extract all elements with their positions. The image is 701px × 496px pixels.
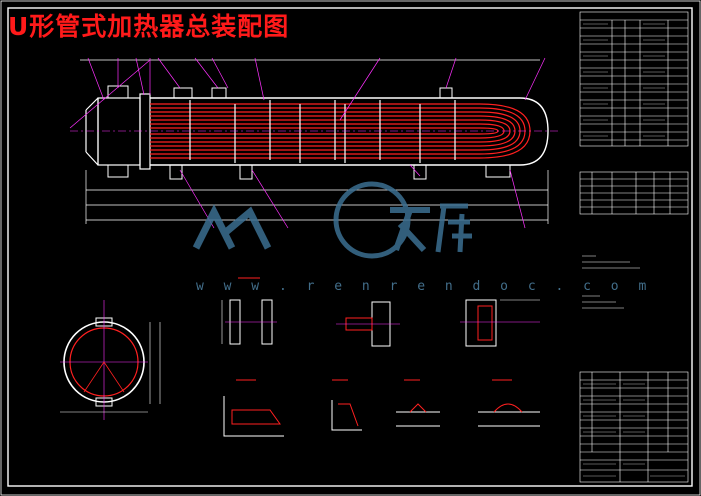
- shell-right-head: [519, 97, 549, 166]
- cross-section-view: [60, 300, 161, 420]
- detail-view-nozzle: [336, 301, 400, 347]
- technical-notes: [582, 255, 640, 309]
- nozzle-5: [107, 164, 129, 178]
- detail-view-weld-2: [331, 379, 362, 431]
- nozzle-2: [173, 87, 193, 99]
- watermark-logo: [192, 181, 472, 259]
- drawing-title: U形管式加热器总装配图: [8, 12, 290, 41]
- dimension-lines: [80, 59, 549, 224]
- tube-sheet: [139, 93, 151, 170]
- baffles: [189, 100, 456, 163]
- detail-view-weld-3: [396, 379, 440, 427]
- saddle-supports: [169, 164, 511, 180]
- parts-table-top: [579, 11, 689, 147]
- detail-view-flange: [221, 277, 277, 345]
- parts-table-middle: [579, 171, 689, 215]
- leader-lines: [69, 57, 546, 229]
- detail-view-weld-4: [478, 379, 540, 427]
- drawing-border: [7, 7, 693, 487]
- watermark-url: w w w . r e n r e n d o c . c o m: [196, 279, 653, 294]
- nozzle-4: [439, 87, 453, 99]
- heater-assembly: [69, 57, 560, 229]
- nozzle-3: [211, 87, 227, 99]
- left-channel-head: [85, 97, 99, 166]
- table-small-print: [583, 23, 685, 477]
- parts-table-bottom: [579, 371, 689, 483]
- left-channel-body: [97, 97, 141, 166]
- detail-view-joint: [460, 299, 540, 347]
- detail-view-weld-1: [223, 379, 284, 437]
